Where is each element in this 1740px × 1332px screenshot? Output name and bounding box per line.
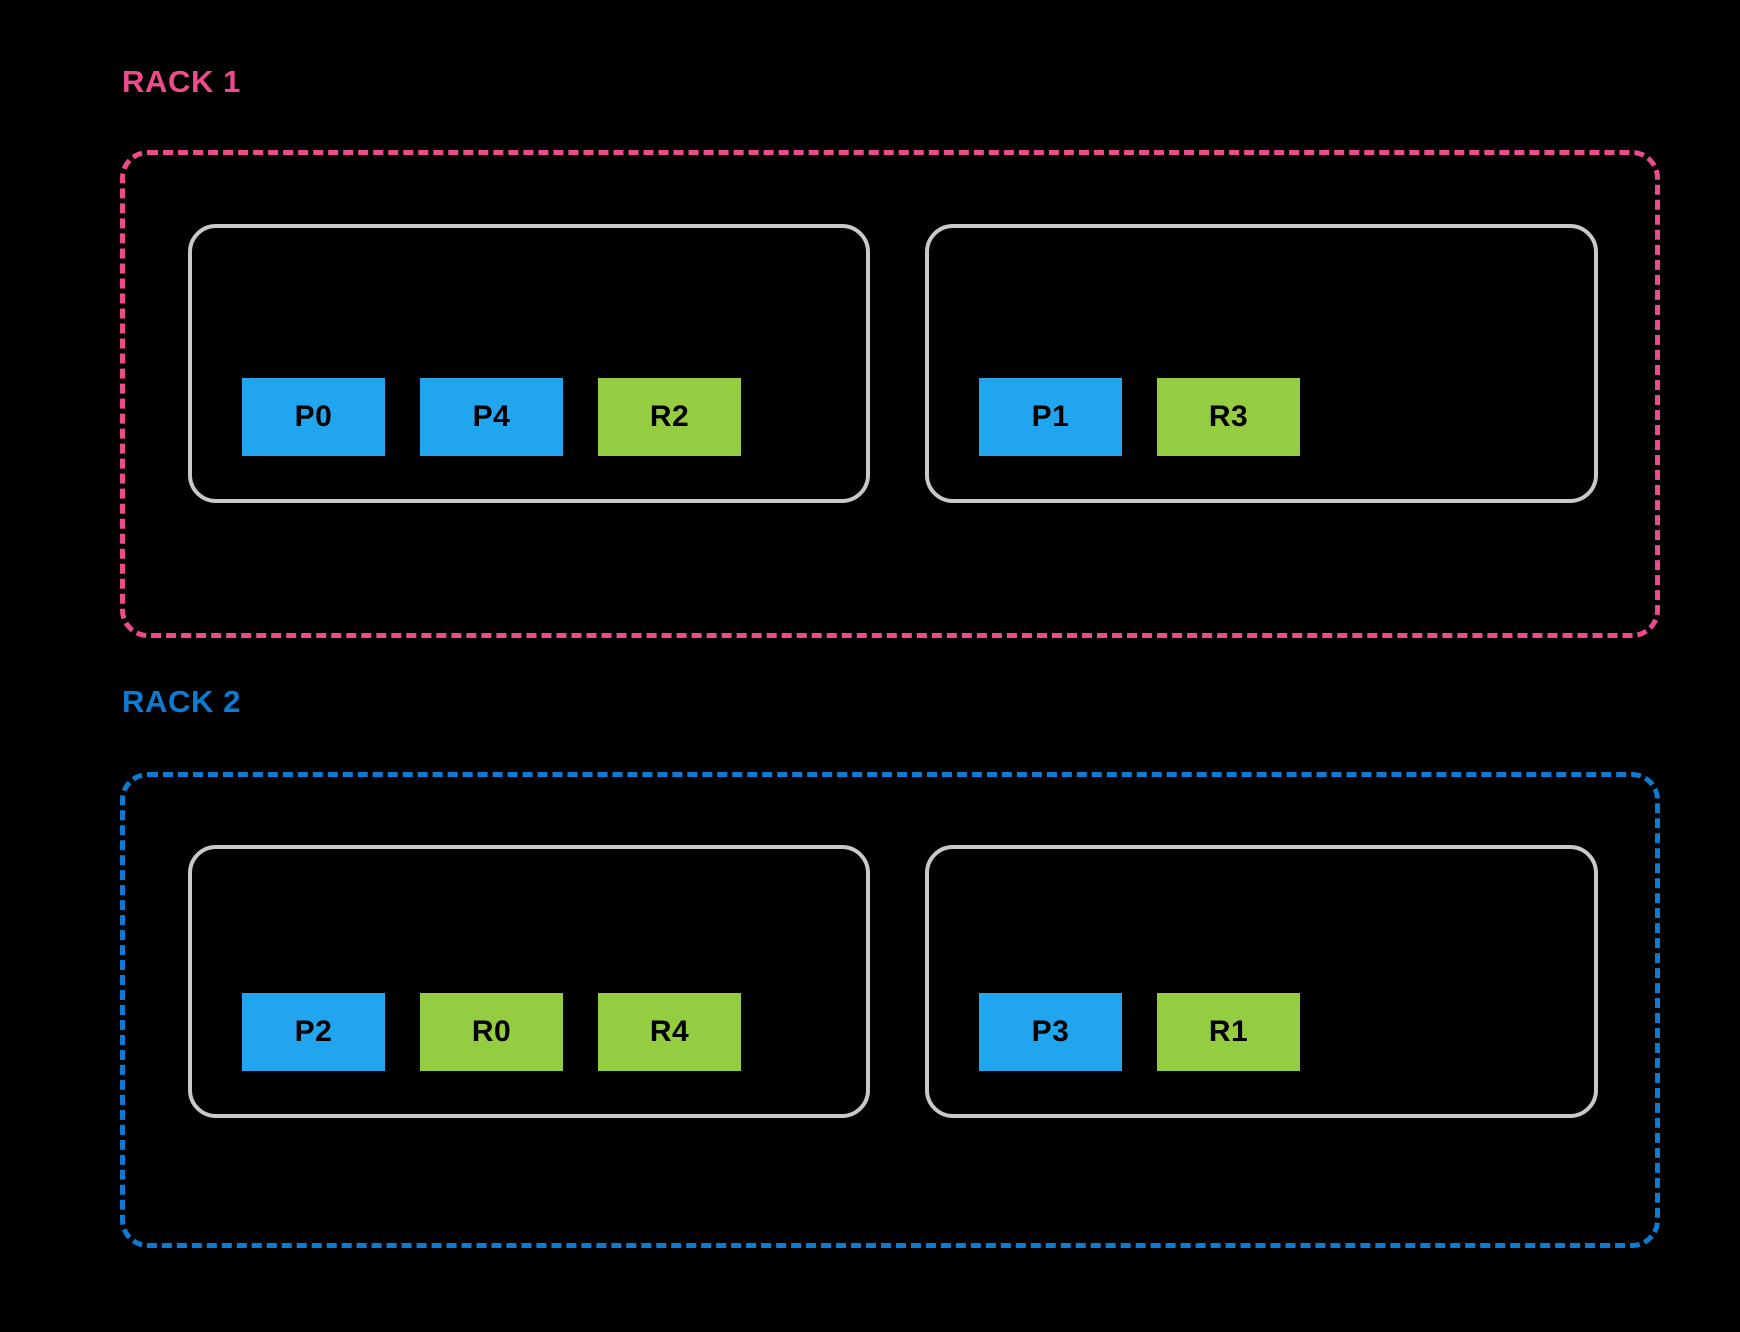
shard-box-r4[interactable]: R4	[598, 993, 741, 1071]
rack-label-2: RACK 2	[122, 684, 242, 719]
rack2-node-right: P3 R1	[925, 845, 1598, 1118]
shard-box-p3[interactable]: P3	[979, 993, 1122, 1071]
shard-box-p0[interactable]: P0	[242, 378, 385, 456]
shard-box-r1[interactable]: R1	[1157, 993, 1300, 1071]
shard-box-r3[interactable]: R3	[1157, 378, 1300, 456]
rack1-node-right: P1 R3	[925, 224, 1598, 503]
rack1-node-left: P0 P4 R2	[188, 224, 870, 503]
rack2-node-left: P2 R0 R4	[188, 845, 870, 1118]
shard-row: P2 R0 R4	[242, 993, 741, 1071]
rack-label-1: RACK 1	[122, 64, 242, 99]
rack-boundary-1	[120, 150, 1660, 638]
shard-box-r0[interactable]: R0	[420, 993, 563, 1071]
shard-row: P0 P4 R2	[242, 378, 741, 456]
rack-boundary-2	[120, 772, 1660, 1248]
shard-row: P1 R3	[979, 378, 1300, 456]
shard-box-p4[interactable]: P4	[420, 378, 563, 456]
shard-box-r2[interactable]: R2	[598, 378, 741, 456]
shard-box-p2[interactable]: P2	[242, 993, 385, 1071]
shard-row: P3 R1	[979, 993, 1300, 1071]
shard-box-p1[interactable]: P1	[979, 378, 1122, 456]
